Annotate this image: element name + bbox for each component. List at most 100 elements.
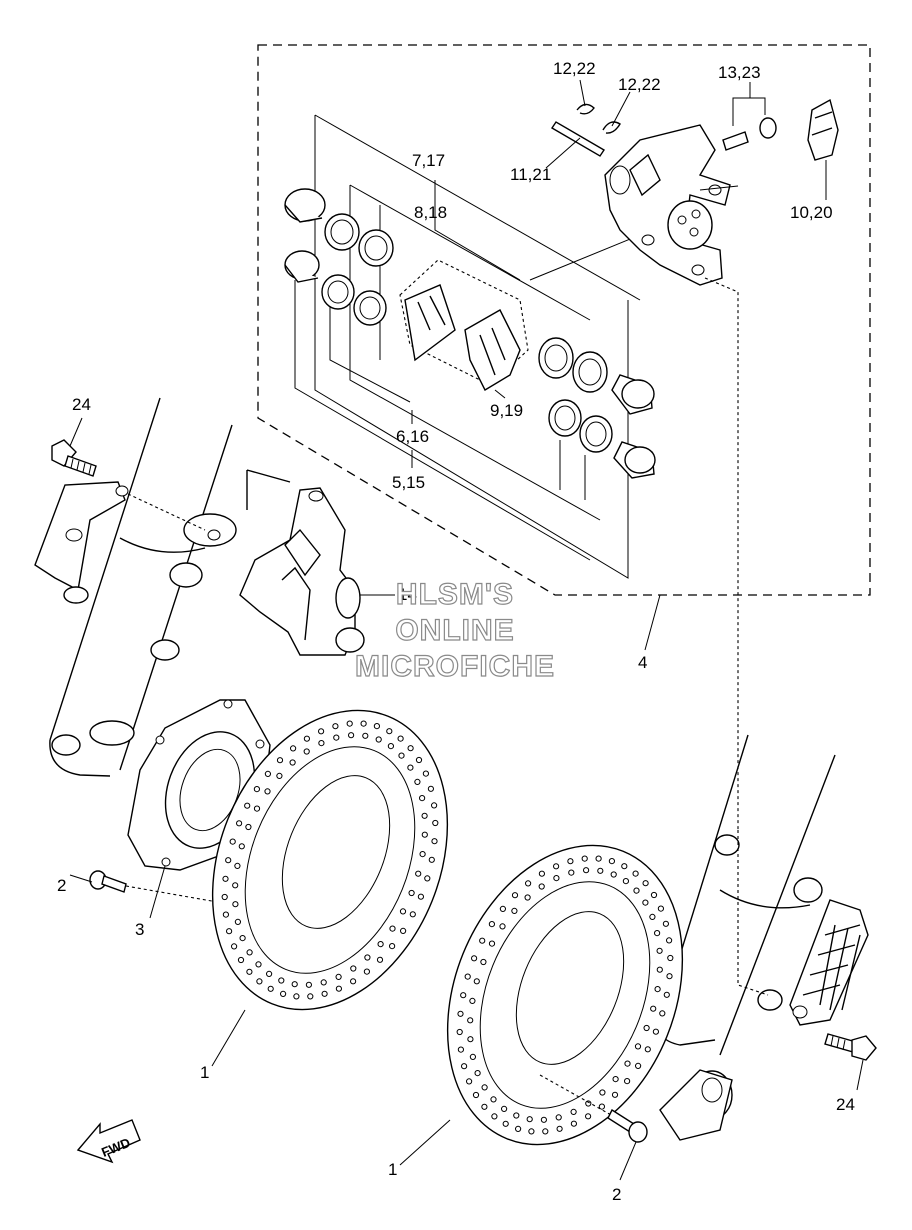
disc-perforation-hole: [467, 1036, 474, 1043]
disc-perforation-hole: [652, 1028, 660, 1035]
disc-perforation-hole: [663, 991, 670, 998]
disc-perforation-hole: [375, 736, 382, 743]
disc-perforation-hole: [555, 1114, 562, 1121]
disc-perforation-hole: [481, 1103, 488, 1110]
left-fork-leg: [49, 397, 237, 777]
caliper-body: [604, 124, 731, 286]
disc-perforation-hole: [581, 855, 588, 862]
disc-perforation-hole: [556, 1125, 563, 1132]
disc-perforation-hole: [608, 858, 616, 865]
disc-perforation-hole: [662, 920, 670, 927]
disc-perforation-hole: [226, 928, 233, 935]
disc-perforation-hole: [321, 990, 328, 997]
brake-disc-1-lower: [446, 844, 684, 1146]
disc-perforation-hole: [276, 757, 284, 764]
disc-perforation-hole: [255, 961, 262, 968]
disc-perforation-hole: [237, 956, 245, 964]
callout-3: 3: [135, 920, 144, 939]
disc-perforation-hole: [659, 1010, 666, 1017]
disc-perforation-hole: [409, 911, 416, 918]
watermark-line-3: MICROFICHE: [355, 650, 555, 683]
disc-perforation-hole: [491, 1113, 498, 1120]
piston-7-17: [284, 188, 326, 223]
disc-perforation-hole: [469, 1053, 476, 1061]
disc-perforation-hole: [422, 770, 429, 777]
disc-perforation-hole: [585, 1100, 592, 1107]
disc-perforation-hole: [264, 788, 271, 795]
disc-perforation-hole: [456, 1028, 463, 1036]
disc-perforation-hole: [624, 1060, 631, 1067]
disc-perforation-hole: [611, 1091, 619, 1098]
disc-perforation-hole: [570, 1108, 577, 1116]
callout-13-23: 13,23: [718, 63, 761, 82]
speed-sensor-bracket: [34, 481, 206, 604]
disc-perforation-hole: [513, 1112, 520, 1119]
disc-perforation-hole: [464, 973, 471, 980]
disc-perforation-hole: [238, 843, 245, 850]
disc-perforation-hole: [644, 1046, 651, 1053]
disc-perforation-hole: [320, 979, 327, 986]
disc-perforation-hole: [417, 893, 424, 900]
disc-perforation-hole: [649, 913, 656, 921]
disc-perforation-hole: [373, 723, 380, 730]
disc-perforation-hole: [246, 968, 253, 975]
disc-perforation-hole: [624, 1078, 631, 1085]
disc-perforation-hole: [318, 740, 325, 747]
disc-perforation-hole: [467, 1017, 474, 1024]
disc-perforation-hole: [621, 863, 628, 870]
disc-perforation-hole: [650, 891, 658, 899]
disc-perforation-hole: [431, 838, 438, 845]
disc-perforation-hole: [291, 981, 298, 988]
disc-perforation-hole: [511, 907, 518, 915]
disc-perforation-hole: [421, 831, 428, 838]
callout-1-bottom: 1: [388, 1160, 397, 1179]
disc-perforation-hole: [421, 812, 428, 819]
callout-12-22-a: 12,22: [553, 59, 596, 78]
caliper-internal-parts: [284, 114, 656, 579]
piston-5-15: [284, 250, 320, 283]
disc-perforation-hole: [568, 869, 575, 876]
disc-perforation-hole: [654, 930, 661, 937]
disc-perforation-hole: [289, 759, 296, 766]
disc-perforation-hole: [524, 894, 531, 901]
disc-perforation-hole: [553, 863, 560, 870]
watermark: HLSM'S ONLINE MICROFICHE: [354, 577, 555, 683]
disc-perforation-hole: [666, 973, 673, 980]
callout-2-left: 2: [57, 876, 66, 895]
disc-perforation-hole: [407, 745, 414, 752]
disc-perforation-hole: [490, 1096, 497, 1103]
disc-perforation-hole: [635, 1062, 642, 1070]
disc-perforation-hole: [256, 978, 263, 985]
callout-4: 4: [638, 653, 647, 672]
disc-perforation-hole: [666, 937, 673, 944]
disc-perforation-hole: [399, 908, 407, 915]
disc-perforation-hole: [231, 943, 238, 950]
pad-spring-10-20: [807, 98, 839, 161]
disc-perforation-hole: [466, 1078, 473, 1085]
disc-perforation-hole: [293, 993, 300, 1000]
brake-pad-left: [404, 284, 456, 362]
callout-24-top: 24: [72, 395, 91, 414]
disc-perforation-hole: [654, 986, 661, 993]
watermark-line-1: HLSM'S: [396, 578, 514, 611]
disc-perforation-hole: [267, 985, 274, 992]
disc-bolt-2-bottom: [539, 1074, 648, 1143]
disc-perforation-hole: [234, 862, 241, 870]
disc-perforation-hole: [583, 867, 590, 874]
disc-perforation-hole: [408, 889, 415, 897]
callout-9-19: 9,19: [490, 401, 523, 420]
callout-5-15: 5,15: [392, 473, 425, 492]
bleed-screw-13-23: [722, 97, 777, 151]
disc-perforation-hole: [387, 743, 394, 750]
disc-perforation-hole: [598, 1103, 606, 1110]
piston-right-lower: [613, 441, 656, 479]
disc-perforation-hole: [610, 871, 617, 878]
callout-7-17: 7,17: [412, 151, 445, 170]
disc-perforation-hole: [229, 838, 236, 845]
disc-perforation-hole: [540, 1116, 548, 1123]
disc-perforation-hole: [526, 1116, 533, 1123]
callout-6-16: 6,16: [396, 427, 429, 446]
disc-perforation-hole: [290, 745, 297, 752]
disc-perforation-hole: [471, 955, 478, 962]
